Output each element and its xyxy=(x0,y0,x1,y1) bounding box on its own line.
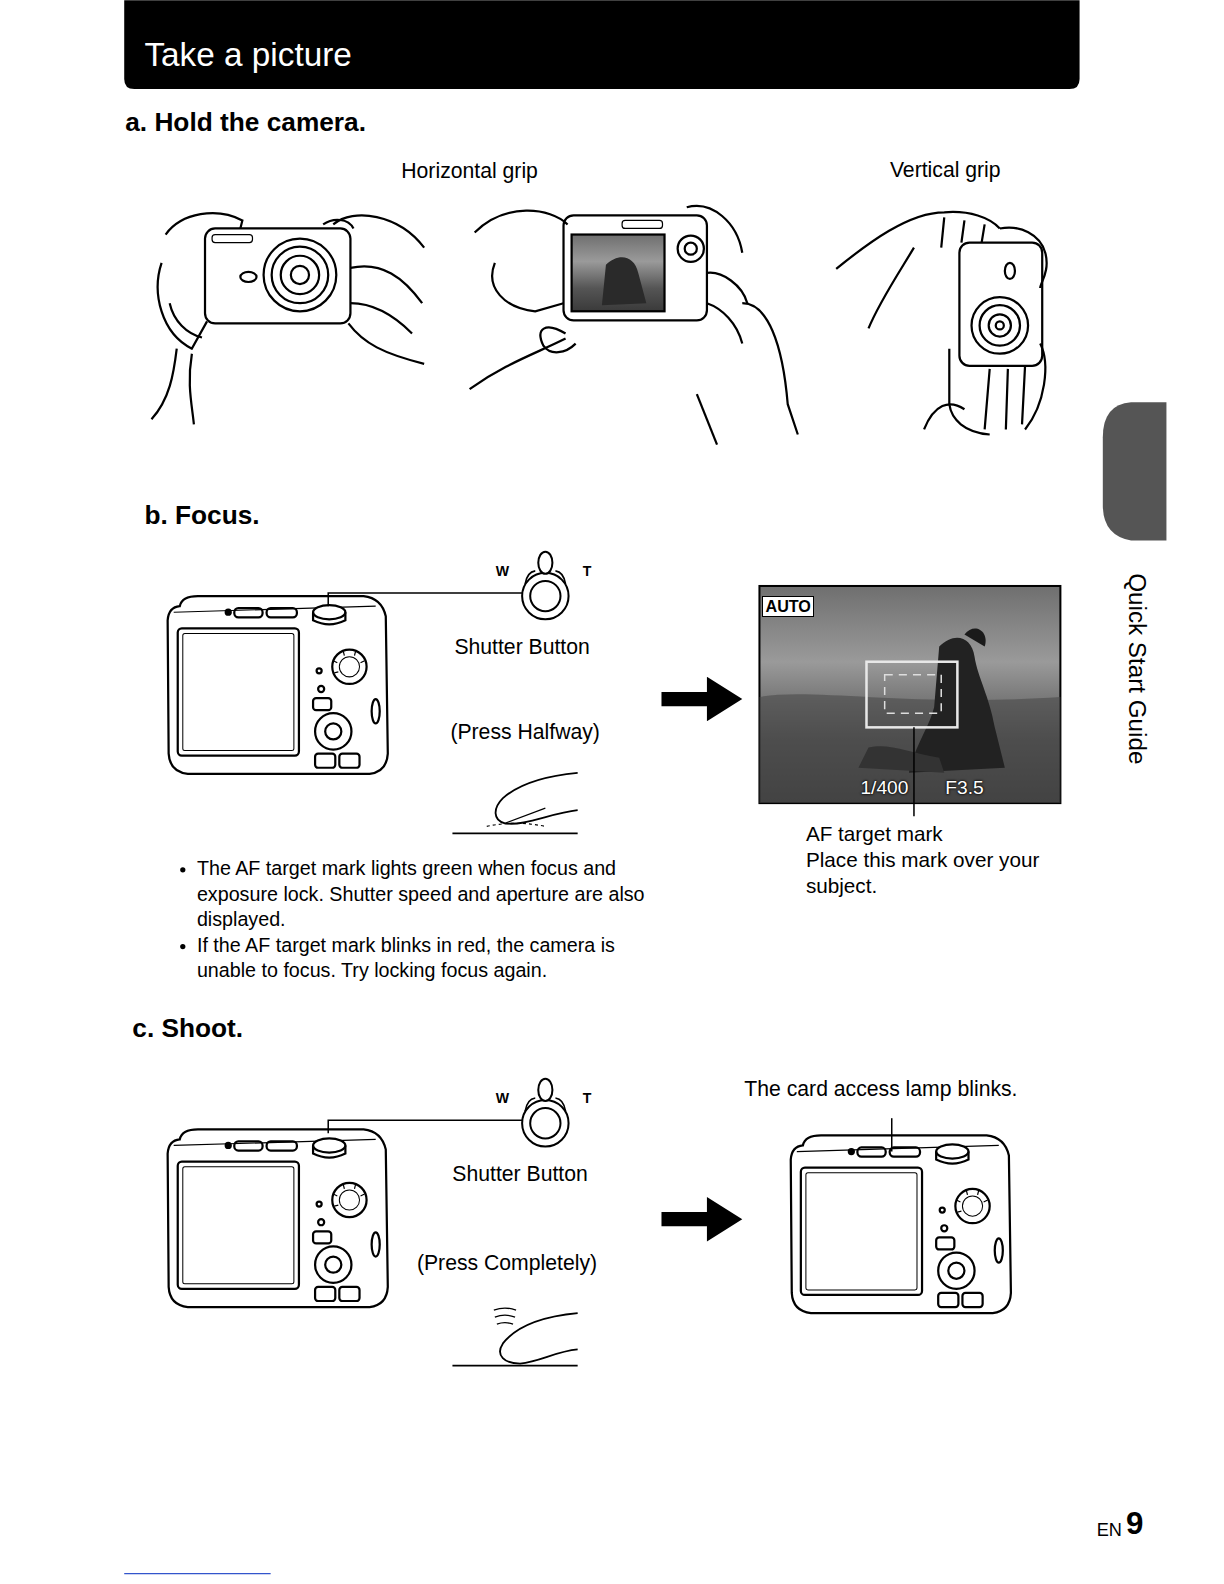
section-heading: b. Focus. xyxy=(144,499,259,531)
bullet-note: The AF target mark lights green when foc… xyxy=(197,856,672,932)
screen-readout: 1/400 xyxy=(860,776,908,799)
instruction: (Press Completely) xyxy=(386,1250,628,1276)
zoom-mark: T xyxy=(583,1090,592,1107)
part-name: Shutter Button xyxy=(421,634,623,660)
zoom-mark: W xyxy=(496,563,509,580)
zoom-mark: W xyxy=(496,1090,509,1107)
page-number: 9 xyxy=(1126,1505,1143,1543)
language-code: EN xyxy=(1097,1519,1122,1541)
section-heading: a. Hold the camera. xyxy=(125,106,366,138)
bullet-note: If the AF target mark blinks in red, the… xyxy=(197,933,672,984)
zoom-mark: T xyxy=(583,563,592,580)
instruction: (Press Halfway) xyxy=(414,719,636,745)
figure-caption: Vertical grip xyxy=(844,157,1046,183)
figure-caption: Horizontal grip xyxy=(369,158,571,184)
screen-icon: AUTO xyxy=(762,596,813,617)
callout-note: Place this mark over your subject. xyxy=(806,847,1040,898)
callout-label: AF target mark xyxy=(806,821,943,846)
callout-label: The card access lamp blinks. xyxy=(744,1076,1017,1102)
section-heading: c. Shoot. xyxy=(132,1012,243,1044)
screen-readout: F3.5 xyxy=(945,776,983,799)
part-name: Shutter Button xyxy=(419,1161,621,1187)
side-tab-label: Quick Start Guide xyxy=(1122,573,1152,764)
page-title: Take a picture xyxy=(144,35,351,76)
